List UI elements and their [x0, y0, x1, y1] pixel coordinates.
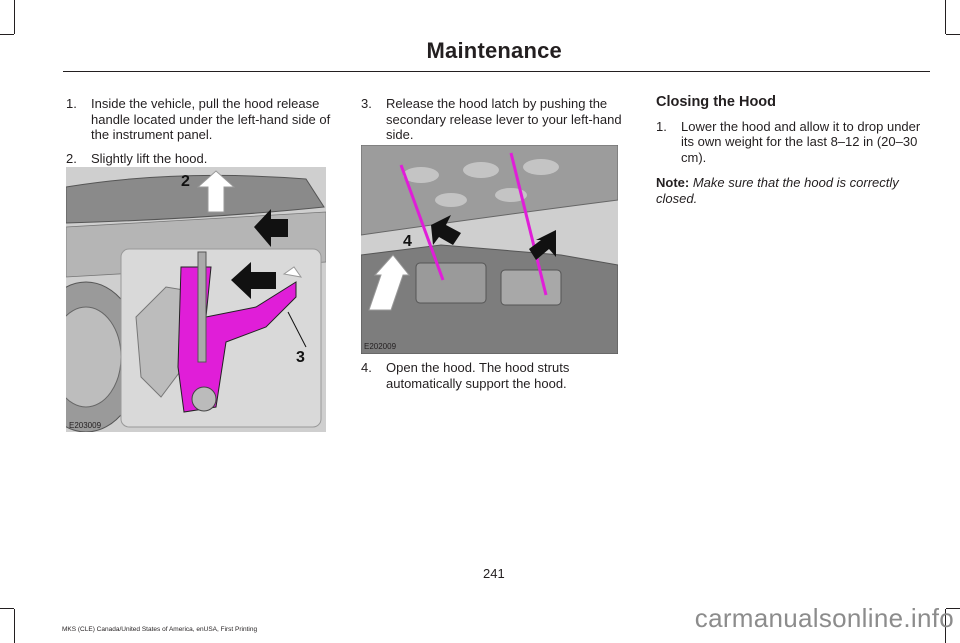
step-text: Inside the vehicle, pull the hood releas… [91, 96, 331, 142]
crop-mark [946, 608, 960, 609]
crop-mark [945, 0, 946, 34]
figure-code: E202009 [364, 342, 397, 351]
hood-latch-figure: 4 E202009 [361, 145, 618, 354]
step-4: 4. Open the hood. The hood struts automa… [361, 360, 631, 391]
step-1: 1. Inside the vehicle, pull the hood rel… [66, 96, 334, 143]
header-rule [63, 71, 930, 72]
step-text: Release the hood latch by pushing the se… [386, 96, 622, 142]
section-heading: Closing the Hood [656, 94, 777, 110]
hood-latch-illustration: 4 [361, 145, 618, 354]
step-number: 4. [361, 360, 372, 375]
hood-release-figure: 2 3 E203009 [66, 167, 326, 432]
crop-mark [945, 609, 946, 643]
page-title: Maintenance [426, 38, 562, 63]
column-2: 3. Release the hood latch by pushing the… [361, 96, 631, 143]
watermark: carmanualsonline.info [694, 603, 954, 633]
column-3: Closing the Hood 1. Lower the hood and a… [656, 94, 930, 206]
step-number: 3. [361, 96, 372, 111]
column-1: 1. Inside the vehicle, pull the hood rel… [66, 96, 334, 166]
step-text: Open the hood. The hood struts automatic… [386, 360, 570, 391]
crop-mark [0, 608, 14, 609]
crop-mark [0, 34, 14, 35]
closing-step-1: 1. Lower the hood and allow it to drop u… [656, 119, 930, 166]
step-number: 2. [66, 150, 77, 166]
note: Note: Make sure that the hood is correct… [656, 175, 930, 206]
step-2: 2. Slightly lift the hood. [66, 151, 334, 167]
note-text: Make sure that the hood is correctly clo… [656, 175, 899, 206]
column-2-lower: 4. Open the hood. The hood struts automa… [361, 360, 631, 391]
page-number: 241 [483, 566, 505, 581]
step-number: 1. [656, 118, 667, 134]
step-text: Lower the hood and allow it to drop unde… [681, 118, 921, 165]
crop-mark [14, 609, 15, 643]
callout-3: 3 [296, 349, 305, 366]
crop-mark [946, 34, 960, 35]
hood-release-illustration: 2 3 [66, 167, 326, 432]
figure-code: E203009 [69, 421, 102, 430]
callout-4: 4 [403, 233, 412, 250]
crop-mark [14, 0, 15, 34]
step-3: 3. Release the hood latch by pushing the… [361, 96, 631, 143]
step-number: 1. [66, 96, 77, 111]
note-label: Note: [656, 175, 690, 190]
step-text: Slightly lift the hood. [91, 150, 208, 166]
callout-2: 2 [181, 173, 190, 190]
footer-text: MKS (CLE) Canada/United States of Americ… [62, 626, 258, 633]
